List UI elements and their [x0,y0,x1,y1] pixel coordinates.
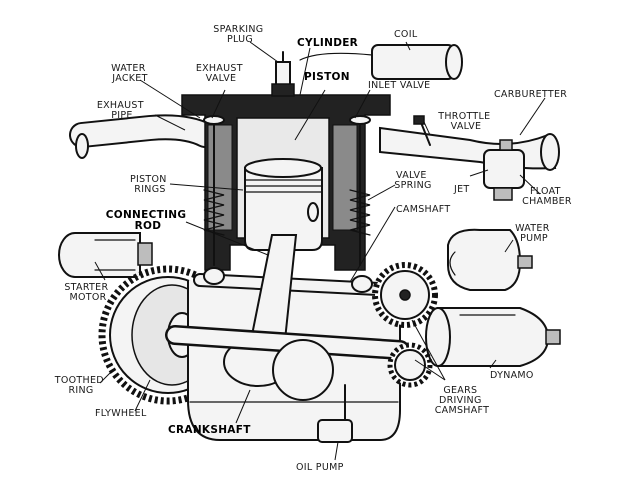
label-coil: COIL [394,29,418,40]
dynamo [425,307,561,367]
label-starter-motor: STARTER MOTOR [64,282,111,303]
camshaft-gears [372,262,438,388]
label-exhaust-pipe: EXHAUST PIPE [97,100,147,121]
label-cylinder: CYLINDER [297,37,358,49]
label-crankshaft: CRANKSHAFT [168,424,251,436]
label-piston: PISTON [304,71,350,83]
label-sparking-plug: SPARKING PLUG [213,24,266,45]
crankshaft [165,325,410,401]
label-float-chamber: FLOAT CHAMBER [522,186,572,207]
piston [244,158,323,251]
label-water-pump: WATER PUMP [515,223,553,244]
label-camshaft: CAMSHAFT [396,204,451,215]
label-exhaust-valve: EXHAUST VALVE [196,63,246,84]
label-toothed-ring: TOOTHED RING [54,375,107,396]
label-connecting-rod: CONNECTING ROD [106,209,191,232]
oil-pump [317,384,353,443]
label-oil-pump: OIL PUMP [296,462,344,473]
label-jet: JET [453,184,470,195]
label-inlet-valve: INLET VALVE [368,80,430,91]
label-carburetter: CARBURETTER [494,89,567,100]
coil [299,44,463,80]
label-piston-rings: PISTON RINGS [130,174,170,195]
exhaust-valve [203,115,225,266]
starter-motor [58,232,153,278]
label-dynamo: DYNAMO [490,370,534,381]
label-throttle-valve: THROTTLE VALVE [437,111,494,132]
camshaft [193,267,405,297]
throttle-valve [413,115,431,146]
label-gears-driving-camshaft: GEARS DRIVING CAMSHAFT [435,385,490,416]
water-pump [447,228,533,291]
label-water-jacket: WATER JACKET [111,63,149,84]
exhaust-pipe [69,114,218,159]
labels: SPARKING PLUG CYLINDER COIL WATER JACKET… [54,24,572,473]
label-flywheel: FLYWHEEL [95,408,147,419]
leader-lines [94,41,546,461]
label-valve-spring: VALVE SPRING [394,170,431,191]
carburetter [379,126,560,201]
sparking-plug [271,51,295,97]
